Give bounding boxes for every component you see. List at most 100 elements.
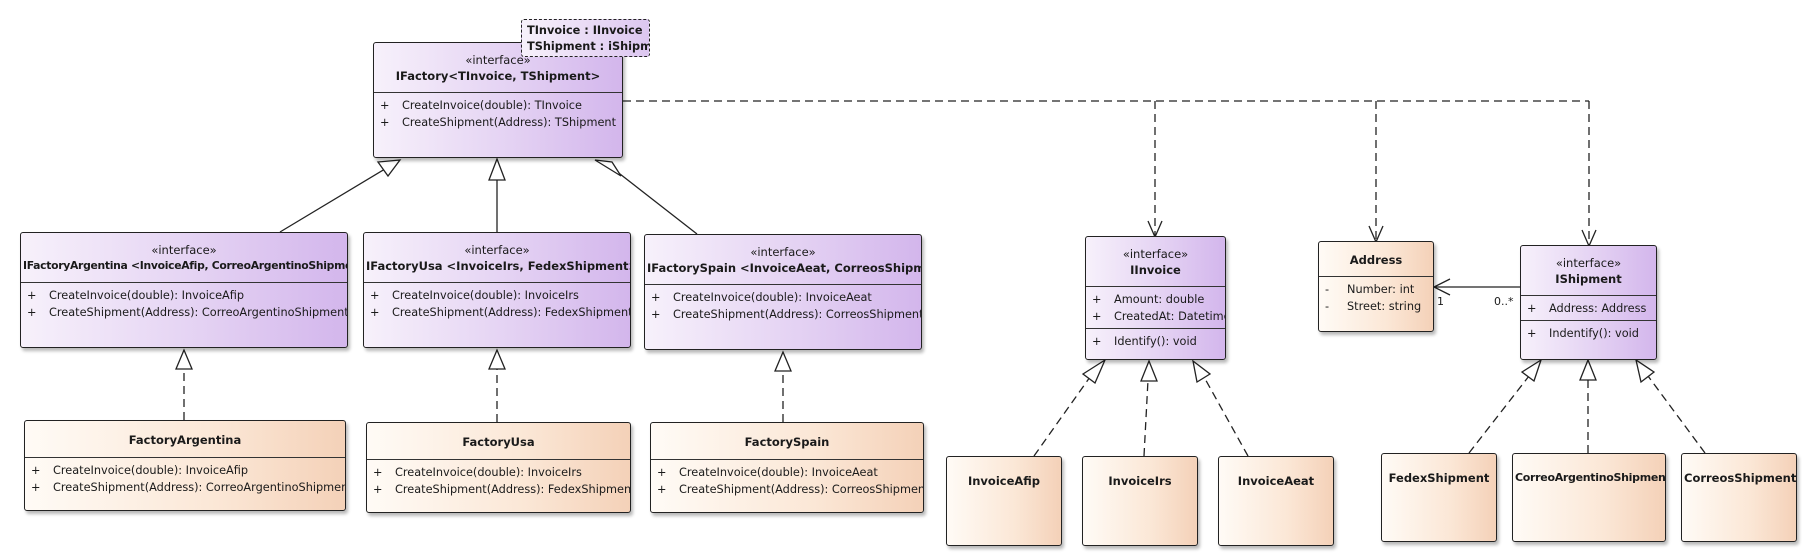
operation: +CreateShipment(Address): FedexShipment xyxy=(370,306,631,319)
operation: +CreateInvoice(double): InvoiceAeat xyxy=(657,466,878,479)
operation: +Indentify(): void xyxy=(1527,327,1639,340)
triangle-head-invoice-aeat xyxy=(1192,359,1212,384)
operations-section: +Indentify(): void xyxy=(1521,321,1656,345)
realization-invoice-afip xyxy=(1033,376,1091,457)
stereotype-label: «interface» xyxy=(750,245,816,259)
realization-correos xyxy=(1647,375,1706,454)
ishipment-header: «interface» IShipment xyxy=(1521,246,1656,296)
class-name: CorreosShipment xyxy=(1684,471,1797,485)
operation: +CreateInvoice(double): InvoiceAfip xyxy=(27,289,245,302)
operation: +CreateShipment(Address): CorreosShipmen… xyxy=(657,483,924,496)
invoice-aeat-class[interactable]: InvoiceAeat xyxy=(1218,456,1334,546)
operation: +CreateShipment(Address): FedexShipment xyxy=(373,483,631,496)
operation: +Identify(): void xyxy=(1092,335,1197,348)
factory-argentina-header: FactoryArgentina xyxy=(25,421,345,458)
iinvoice-interface[interactable]: «interface» IInvoice +Amount: double +Cr… xyxy=(1085,236,1226,360)
operations-section: +CreateInvoice(double): InvoiceIrs +Crea… xyxy=(367,460,630,501)
class-name: FactoryArgentina xyxy=(128,433,242,447)
ifactory-header: «interface» IFactory<TInvoice, TShipment… xyxy=(374,43,622,93)
ifactory-spain-interface[interactable]: «interface» IFactorySpain <InvoiceAeat, … xyxy=(644,234,922,350)
operations-section: +CreateInvoice(double): InvoiceAeat +Cre… xyxy=(651,460,923,501)
operation: +CreateInvoice(double): InvoiceIrs xyxy=(370,289,579,302)
invoice-aeat-header: InvoiceAeat xyxy=(1219,457,1333,497)
interface-name: IInvoice xyxy=(1130,263,1181,277)
triangle-head-factory-spain xyxy=(774,350,792,372)
class-name: InvoiceAfip xyxy=(967,474,1041,488)
generalization-spain xyxy=(610,166,698,235)
correo-argentino-shipment-class[interactable]: CorreoArgentinoShipment xyxy=(1512,453,1666,542)
factory-usa-class[interactable]: FactoryUsa +CreateInvoice(double): Invoi… xyxy=(366,422,631,513)
operation: +CreateInvoice(double): InvoiceIrs xyxy=(373,466,582,479)
triangle-head-correos xyxy=(1635,358,1656,384)
ifactory-argentina-interface[interactable]: «interface» IFactoryArgentina <InvoiceAf… xyxy=(20,232,348,348)
operation: +CreateShipment(Address): CorreosShipmen… xyxy=(651,308,922,321)
operations-section: +CreateInvoice(double): InvoiceAeat +Cre… xyxy=(645,285,921,326)
triangle-head-correo-argentino xyxy=(1579,358,1597,381)
operations-section: +CreateInvoice(double): InvoiceAfip +Cre… xyxy=(21,283,347,324)
interface-name: IShipment xyxy=(1555,272,1622,286)
invoice-irs-class[interactable]: InvoiceIrs xyxy=(1082,456,1198,546)
note-line: TShipment : iShipment xyxy=(527,40,650,53)
operations-section: +CreateInvoice(double): InvoiceIrs +Crea… xyxy=(364,283,630,324)
class-name: InvoiceIrs xyxy=(1108,474,1172,488)
invoice-afip-header: InvoiceAfip xyxy=(947,457,1061,497)
address-header: Address xyxy=(1319,242,1433,277)
factory-spain-header: FactorySpain xyxy=(651,423,923,460)
stereotype-label: «interface» xyxy=(1122,247,1189,261)
operation: +CreateInvoice(double): InvoiceAfip xyxy=(31,464,249,477)
operation: +CreateInvoice(double): TInvoice xyxy=(380,99,582,112)
class-name: FactorySpain xyxy=(744,435,830,449)
stereotype-label: «interface» xyxy=(465,53,531,67)
triangle-head-invoice-afip xyxy=(1081,358,1107,385)
ifactory-interface[interactable]: «interface» IFactory<TInvoice, TShipment… xyxy=(373,42,623,158)
ishipment-interface[interactable]: «interface» IShipment +Address: Address … xyxy=(1520,245,1657,360)
attribute: +Address: Address xyxy=(1527,302,1647,315)
correos-shipment-header: CorreosShipment xyxy=(1682,454,1796,494)
ifactory-usa-interface[interactable]: «interface» IFactoryUsa <InvoiceIrs, Fed… xyxy=(363,232,631,348)
realization-invoice-irs xyxy=(1143,379,1149,457)
ifactory-spain-header: «interface» IFactorySpain <InvoiceAeat, … xyxy=(645,235,921,285)
interface-name: IFactoryArgentina <InvoiceAfip, CorreoAr… xyxy=(23,259,348,272)
factory-usa-header: FactoryUsa xyxy=(367,423,630,460)
attribute: -Number: int xyxy=(1325,283,1415,296)
operation: +CreateShipment(Address): CorreoArgentin… xyxy=(27,306,348,319)
interface-name: IFactoryUsa <InvoiceIrs, FedexShipment> xyxy=(366,259,631,273)
triangle-head-factory-usa xyxy=(488,348,506,370)
operations-section: +CreateInvoice(double): InvoiceAfip +Cre… xyxy=(25,458,345,499)
multiplicity-shipment-end: 0..* xyxy=(1494,295,1514,308)
factory-argentina-class[interactable]: FactoryArgentina +CreateInvoice(double):… xyxy=(24,420,346,511)
triangle-head-argentina xyxy=(376,159,402,178)
interface-name: IFactory<TInvoice, TShipment> xyxy=(395,69,601,83)
association-arrowhead xyxy=(1432,278,1451,296)
class-name: Address xyxy=(1349,253,1403,267)
stereotype-label: «interface» xyxy=(464,243,530,257)
class-name: CorreoArgentinoShipment xyxy=(1515,471,1666,484)
type-constraint-note[interactable]: TInvoice : IInvoice TShipment : iShipmen… xyxy=(521,19,650,57)
iinvoice-header: «interface» IInvoice xyxy=(1086,237,1225,287)
attribute: +CreatedAt: Datetime xyxy=(1092,310,1226,323)
triangle-head-invoice-irs xyxy=(1140,359,1158,382)
realization-fedex xyxy=(1468,375,1530,454)
generalization-argentina xyxy=(279,165,391,233)
factory-spain-class[interactable]: FactorySpain +CreateInvoice(double): Inv… xyxy=(650,422,924,513)
operation: +CreateShipment(Address): TShipment xyxy=(380,116,617,129)
correos-shipment-class[interactable]: CorreosShipment xyxy=(1681,453,1797,542)
address-class[interactable]: Address -Number: int -Street: string xyxy=(1318,241,1434,332)
operations-section: +CreateInvoice(double): TInvoice +Create… xyxy=(374,93,622,134)
fedex-shipment-class[interactable]: FedexShipment xyxy=(1381,453,1497,542)
invoice-irs-header: InvoiceIrs xyxy=(1083,457,1197,497)
invoice-afip-class[interactable]: InvoiceAfip xyxy=(946,456,1062,546)
attribute: -Street: string xyxy=(1325,300,1422,313)
note-line: TInvoice : IInvoice xyxy=(527,24,643,37)
class-name: FactoryUsa xyxy=(462,435,535,449)
realization-invoice-aeat xyxy=(1203,376,1249,457)
operation: +CreateShipment(Address): CorreoArgentin… xyxy=(31,481,346,494)
interface-name: IFactorySpain <InvoiceAeat, CorreosShipm… xyxy=(647,261,921,275)
correo-argentino-shipment-header: CorreoArgentinoShipment xyxy=(1513,454,1665,494)
triangle-head-spain xyxy=(594,159,622,177)
stereotype-label: «interface» xyxy=(151,243,217,257)
attributes-section: -Number: int -Street: string xyxy=(1319,277,1433,318)
operation: +CreateInvoice(double): InvoiceAeat xyxy=(651,291,872,304)
class-name: InvoiceAeat xyxy=(1237,474,1315,488)
